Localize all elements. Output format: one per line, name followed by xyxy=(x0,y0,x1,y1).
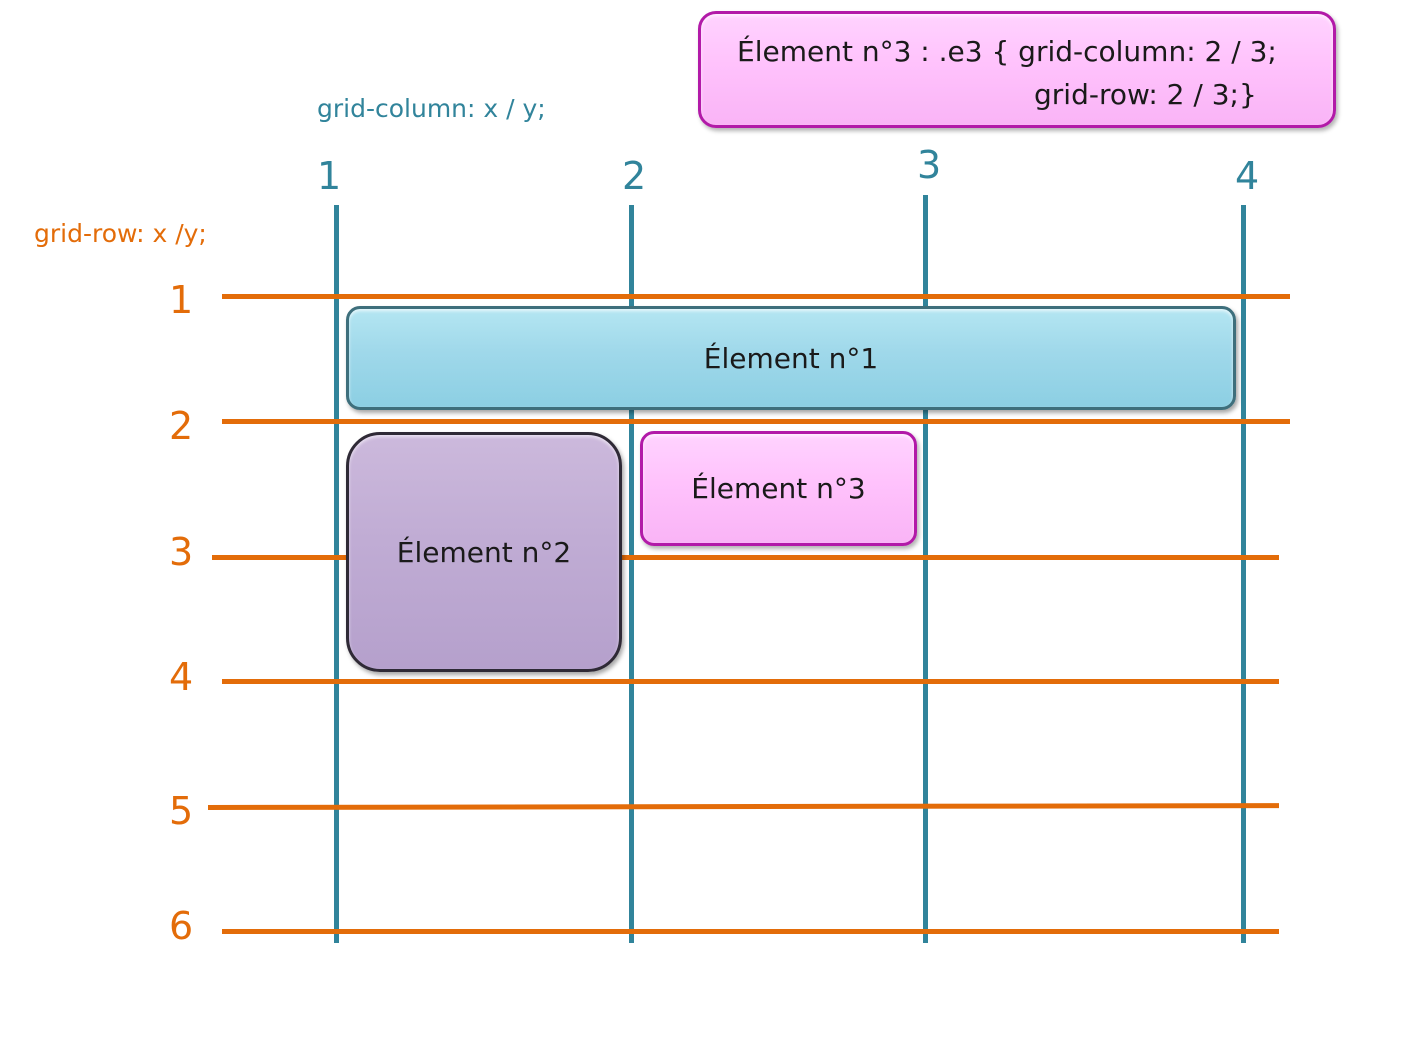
column-line-4 xyxy=(1241,205,1246,943)
grid-element-3: Élement n°3 xyxy=(640,431,917,546)
column-number-3: 3 xyxy=(917,143,942,187)
grid-column-caption: grid-column: x / y; xyxy=(317,94,546,123)
grid-element-2: Élement n°2 xyxy=(346,432,622,672)
column-number-4: 4 xyxy=(1235,154,1260,198)
column-number-1: 1 xyxy=(317,154,342,198)
row-number-3: 3 xyxy=(169,530,194,574)
grid-row-caption: grid-row: x /y; xyxy=(34,219,207,248)
grid-element-1-label: Élement n°1 xyxy=(703,341,879,375)
code-line-2: grid-row: 2 / 3;} xyxy=(1034,78,1257,111)
column-line-2 xyxy=(629,205,634,943)
row-line-5 xyxy=(207,803,1280,810)
row-line-2 xyxy=(222,419,1290,424)
row-line-3 xyxy=(212,555,1279,560)
code-line-1: Élement n°3 : .e3 { grid-column: 2 / 3; xyxy=(737,35,1277,68)
grid-element-2-label: Élement n°2 xyxy=(396,535,572,569)
row-number-1: 1 xyxy=(169,278,194,322)
row-number-6: 6 xyxy=(169,904,194,948)
grid-element-3-label: Élement n°3 xyxy=(691,472,866,505)
row-line-6 xyxy=(222,929,1279,934)
row-number-4: 4 xyxy=(169,655,194,699)
column-number-2: 2 xyxy=(622,154,647,198)
row-line-4 xyxy=(222,679,1279,684)
column-line-1 xyxy=(334,205,339,943)
row-number-5: 5 xyxy=(169,789,194,833)
grid-element-1: Élement n°1 xyxy=(346,306,1236,410)
row-line-1 xyxy=(222,294,1290,299)
css-code-box: Élement n°3 : .e3 { grid-column: 2 / 3; … xyxy=(698,11,1336,128)
column-line-3 xyxy=(923,195,928,943)
row-number-2: 2 xyxy=(169,404,194,448)
